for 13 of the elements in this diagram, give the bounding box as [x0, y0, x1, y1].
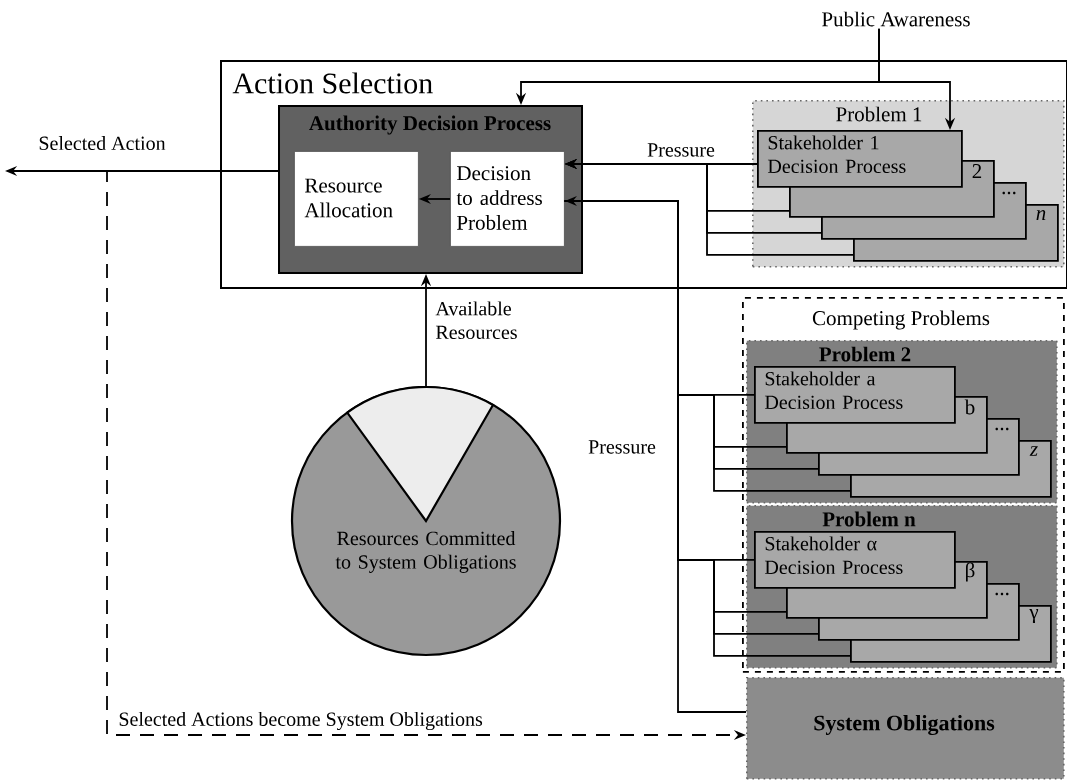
stakeholder-card: Stakeholder 1 Decision Process — [757, 130, 963, 188]
edge-label: Selected Actions become System Obligations — [115, 708, 486, 734]
edge-label: Selected Action — [35, 132, 169, 154]
source-label: Public Awareness — [822, 11, 970, 27]
process-box: System Obligations — [746, 677, 1065, 780]
edge-label: Available Resources — [432, 298, 531, 343]
edge-label: Pressure — [585, 437, 659, 457]
stakeholder-card: Stakeholder α Decision Process — [754, 531, 956, 589]
pie-chart: Resources Committed to System Obligations — [290, 385, 562, 657]
process-box: Decision to address Problem — [450, 151, 565, 247]
edge-label: Pressure — [644, 140, 718, 160]
process-box: Resource Allocation — [294, 151, 419, 247]
stakeholder-card: Stakeholder a Decision Process — [754, 366, 956, 424]
